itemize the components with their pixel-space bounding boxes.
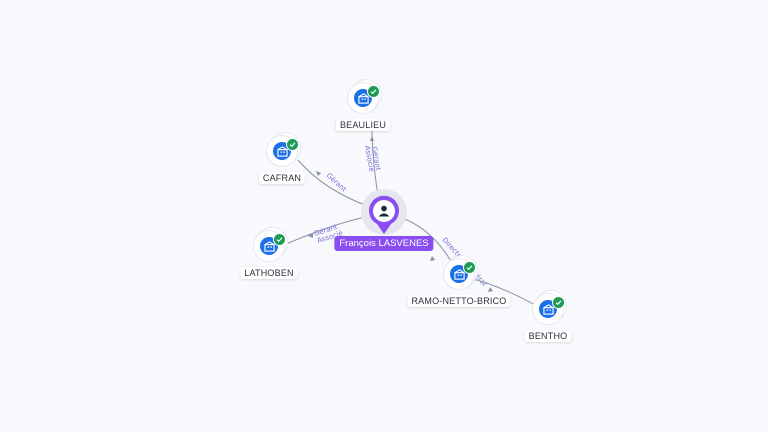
check-icon xyxy=(286,138,299,151)
check-icon xyxy=(552,296,565,309)
company-label: BEAULIEU xyxy=(335,119,391,131)
company-label: RAMO-NETTO-BRICO xyxy=(407,295,511,307)
check-icon xyxy=(273,233,286,246)
check-icon xyxy=(367,85,380,98)
check-icon xyxy=(463,261,476,274)
edge-ramo: Directeur Général xyxy=(397,215,488,288)
company-label: CAFRAN xyxy=(258,172,306,184)
edge-label-cafran-1: Gérant xyxy=(325,172,348,194)
company-label: BENTHO xyxy=(524,330,572,342)
person-icon xyxy=(369,195,399,234)
company-label: LATHOBEN xyxy=(240,267,298,279)
edge-cafran: Gérant xyxy=(297,159,371,208)
edge-beaulieu: Gérant Associé xyxy=(363,127,382,197)
person-label: François LASVENES xyxy=(334,236,434,251)
